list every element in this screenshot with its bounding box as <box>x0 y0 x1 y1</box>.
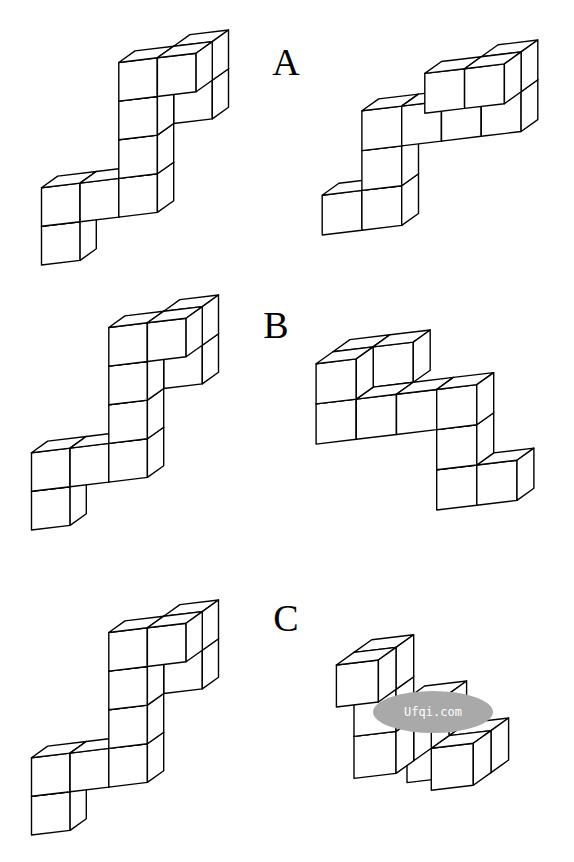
cube <box>336 647 396 707</box>
cube-face <box>109 705 148 748</box>
cube-face <box>109 362 148 405</box>
cube-face <box>80 178 119 221</box>
cube-face <box>119 135 158 178</box>
cube-face <box>465 64 505 109</box>
figure-letter: C <box>273 599 298 637</box>
cube-face <box>109 439 148 482</box>
cube-face <box>521 40 538 92</box>
cube-face <box>109 667 148 710</box>
cube-figure <box>42 30 229 265</box>
cube <box>147 612 202 667</box>
cube <box>147 307 202 362</box>
cube-face <box>437 465 477 510</box>
cube-face <box>396 635 414 690</box>
cube-figure <box>316 330 534 510</box>
cube-face <box>32 448 71 491</box>
cube-face <box>413 330 430 382</box>
cube-face <box>32 487 71 530</box>
cube-face <box>437 425 477 470</box>
cube-face <box>202 600 218 650</box>
figure-letter: A <box>272 43 299 81</box>
cube-face <box>212 30 228 80</box>
cube-face <box>109 400 148 443</box>
cube-figure <box>32 600 219 835</box>
cube-face <box>356 347 373 399</box>
cube-face <box>119 97 158 140</box>
cube-face <box>477 373 494 425</box>
cube-face <box>517 448 534 500</box>
cube-face <box>42 222 81 265</box>
cube-face <box>186 612 202 662</box>
cube-face <box>354 731 396 778</box>
figure-letter: B <box>263 306 288 344</box>
cube-face <box>316 359 356 404</box>
cube-face <box>119 58 158 101</box>
cube-face <box>147 623 186 666</box>
cube-face <box>157 53 196 96</box>
cube-face <box>477 460 517 505</box>
cube-face <box>356 394 396 439</box>
cube-face <box>70 748 109 791</box>
cube <box>316 347 373 404</box>
cube-face <box>119 174 158 217</box>
cube <box>157 42 212 97</box>
cube-figure <box>322 40 538 235</box>
cube-face <box>437 385 477 430</box>
watermark-oval <box>373 691 493 733</box>
cube-figure <box>336 635 508 790</box>
cube <box>437 373 494 430</box>
cube-face <box>362 106 402 151</box>
cube-face <box>397 390 437 435</box>
cube-face <box>362 186 402 231</box>
cube-face <box>362 146 402 191</box>
cube-face <box>336 660 378 707</box>
cube-face <box>316 399 356 444</box>
cube-face <box>373 342 413 387</box>
cube-face <box>32 792 71 835</box>
cube-face <box>322 190 362 235</box>
cube-figure <box>32 295 219 530</box>
cube <box>373 330 430 387</box>
cube-face <box>42 183 81 226</box>
cube-face <box>109 323 148 366</box>
cube-face <box>504 52 521 104</box>
cube-face <box>202 295 218 345</box>
cube-face <box>378 647 396 702</box>
cube-figures <box>32 30 538 835</box>
watermark: Ufqi.com <box>404 706 462 718</box>
cube-face <box>186 307 202 357</box>
cube-face <box>473 731 491 786</box>
cube-face <box>491 718 509 773</box>
cube-face <box>196 42 212 92</box>
cube-face <box>147 318 186 361</box>
cube-face <box>431 743 473 790</box>
cube-face <box>425 69 465 114</box>
cube <box>465 52 521 109</box>
cube-face <box>32 753 71 796</box>
cube-face <box>109 744 148 787</box>
cube-face <box>70 443 109 486</box>
cube-face <box>109 628 148 671</box>
